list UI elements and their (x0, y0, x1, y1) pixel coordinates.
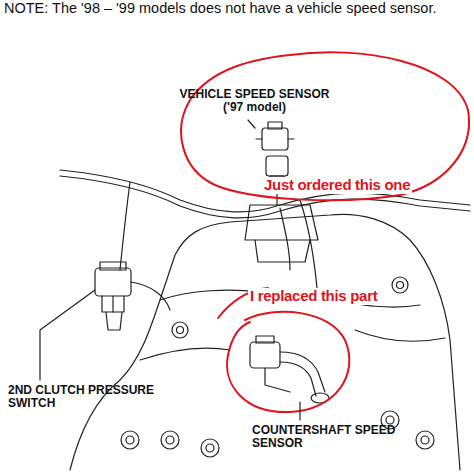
case-outline (70, 214, 460, 470)
wire (300, 200, 318, 300)
pressure-switch (95, 262, 170, 330)
note-text: NOTE: The '98 – '99 models does not have… (4, 0, 466, 16)
leader-line (248, 120, 255, 128)
red-circle (227, 312, 349, 412)
wire (120, 182, 130, 270)
handwritten-note: Just ordered this one (262, 177, 412, 194)
countershaft-speed-sensor (250, 336, 329, 403)
part-label: VEHICLE SPEED SENSOR ('97 model) (172, 88, 337, 115)
handwritten-note: I replaced this part (248, 288, 379, 305)
leader-line (299, 402, 300, 420)
bolt-bosses (121, 277, 434, 457)
leader-line (40, 290, 95, 380)
red-circle (181, 52, 469, 200)
wire-harness (60, 170, 470, 212)
case-rib (140, 330, 445, 360)
wire (280, 208, 290, 270)
part-label: 2ND CLUTCH PRESSURE SWITCH (8, 384, 158, 411)
part-label: COUNTERSHAFT SPEED SENSOR (252, 424, 412, 451)
